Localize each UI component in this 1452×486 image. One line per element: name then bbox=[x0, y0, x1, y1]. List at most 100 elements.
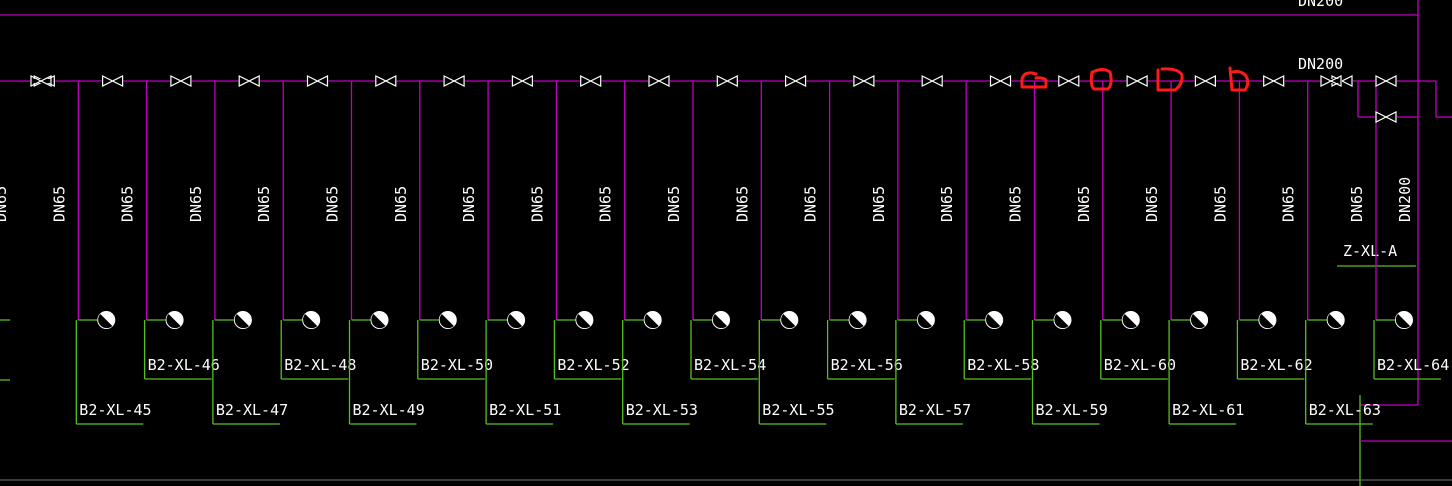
branch-size-label: DN65 bbox=[733, 186, 751, 222]
gate-valve-icon bbox=[1262, 75, 1285, 87]
branch-size-label: DN65 bbox=[50, 186, 68, 222]
branch-size-label: DN65 bbox=[460, 186, 478, 222]
branch-tag-label: B2-XL-53 bbox=[626, 401, 698, 419]
valve-shape bbox=[1263, 75, 1285, 87]
hydrant-icon bbox=[1053, 311, 1072, 329]
branch-size-label: DN65 bbox=[938, 186, 956, 222]
branch-tag-label: B2-XL-64 bbox=[1377, 356, 1449, 374]
gate-valve-icon bbox=[1375, 75, 1397, 87]
gate-valve-icon bbox=[306, 75, 329, 87]
gate-valve-icon bbox=[648, 75, 670, 87]
hydrant-icon bbox=[780, 311, 799, 329]
hydrant-shade bbox=[507, 314, 523, 329]
markup-group bbox=[1020, 66, 1250, 92]
hydrant-shade bbox=[849, 314, 864, 329]
hydrant-icon bbox=[165, 311, 184, 329]
branch-size-label: DN65 bbox=[802, 186, 820, 222]
valve-shape bbox=[648, 75, 670, 87]
markup-circle bbox=[1020, 71, 1048, 89]
markup-circle bbox=[1089, 68, 1113, 91]
valve-shape bbox=[1058, 75, 1080, 87]
branch-size-label-partial: DN65 bbox=[0, 186, 10, 222]
hydrant-shade bbox=[1122, 314, 1137, 329]
hydrant-shade bbox=[576, 314, 591, 329]
hydrant-shade bbox=[98, 314, 113, 329]
gate-valve-icon bbox=[101, 75, 124, 87]
gate-valve-icon bbox=[169, 75, 192, 87]
valve-shape bbox=[511, 75, 533, 87]
hydrant-shade bbox=[371, 314, 386, 329]
valve-shape bbox=[306, 75, 329, 87]
branch-size-label: DN65 bbox=[528, 186, 546, 222]
gate-valve-icon bbox=[238, 75, 261, 87]
valve-shape bbox=[170, 75, 192, 87]
markup-circle bbox=[1156, 67, 1184, 92]
gate-valve-icon bbox=[784, 75, 807, 87]
hydrant-icon bbox=[1395, 311, 1413, 329]
branch-size-label: DN65 bbox=[255, 186, 273, 222]
branch-size-label: DN65 bbox=[597, 186, 615, 222]
hydrant-icon bbox=[97, 311, 116, 329]
branch-tag-label: B2-XL-63 bbox=[1309, 401, 1381, 419]
hydrant-icon bbox=[233, 311, 252, 329]
branch-size-label: DN65 bbox=[1143, 186, 1161, 222]
gate-valve-icon bbox=[716, 75, 739, 87]
branch-size-label: DN65 bbox=[324, 186, 342, 222]
gate-valve-icon bbox=[1375, 111, 1397, 123]
branch-tag-label: B2-XL-50 bbox=[421, 356, 493, 374]
valve-shape bbox=[1375, 75, 1397, 87]
hydrant-shade bbox=[234, 314, 249, 329]
top-pipe-size-label: DN200 bbox=[1298, 0, 1343, 10]
hydrant-icon bbox=[370, 311, 389, 329]
valve-shape bbox=[30, 75, 52, 87]
valve-shape bbox=[375, 75, 397, 87]
hydrant-shade bbox=[1054, 314, 1069, 329]
hydrant-icon bbox=[575, 311, 594, 329]
hydrant-shade bbox=[1259, 314, 1274, 329]
hydrant-icon bbox=[438, 311, 457, 329]
hydrant-shade bbox=[1395, 314, 1410, 329]
branch-size-label: DN65 bbox=[1211, 186, 1229, 222]
valve-shape bbox=[1320, 75, 1342, 87]
hydrant-shade bbox=[917, 314, 932, 329]
main-pipe-size-label: DN200 bbox=[1298, 55, 1343, 73]
branch-tag-label: B2-XL-57 bbox=[899, 401, 971, 419]
branch-tag-label: B2-XL-49 bbox=[353, 401, 425, 419]
valve-shape bbox=[716, 75, 738, 87]
valve-shape bbox=[921, 75, 943, 87]
branch-tag-label: B2-XL-51 bbox=[489, 401, 561, 419]
hydrant-shade bbox=[986, 314, 1001, 329]
valve-shape bbox=[238, 75, 260, 87]
branch-tag-label: B2-XL-56 bbox=[831, 356, 903, 374]
hydrant-shade bbox=[712, 314, 727, 329]
branch-tag-label: B2-XL-54 bbox=[694, 356, 766, 374]
hydrant-shade bbox=[781, 314, 796, 329]
hydrant-icon bbox=[1190, 311, 1209, 329]
gate-valve-icon bbox=[579, 75, 602, 87]
riser-tag-label: Z-XL-A bbox=[1343, 242, 1397, 260]
gate-valve-icon bbox=[989, 75, 1012, 87]
valve-shape bbox=[1375, 111, 1397, 123]
branch-size-label: DN65 bbox=[1280, 186, 1298, 222]
riser-size-label: DN200 bbox=[1396, 177, 1414, 222]
branch-tag-label: B2-XL-61 bbox=[1172, 401, 1244, 419]
valve-shape bbox=[785, 75, 807, 87]
branch-tag-label: B2-XL-62 bbox=[1240, 356, 1312, 374]
hydrant-shade bbox=[1327, 314, 1342, 329]
hydrant-icon bbox=[712, 311, 730, 329]
branch-size-label: DN65 bbox=[119, 186, 137, 222]
valve-shape bbox=[102, 75, 124, 87]
hydrant-shade bbox=[439, 314, 454, 329]
branch-tag-label: B2-XL-52 bbox=[557, 356, 629, 374]
gate-valve-icon bbox=[1057, 75, 1080, 87]
branch-size-label: DN65 bbox=[870, 186, 888, 222]
hydrant-icon bbox=[848, 311, 867, 329]
branch-tag-label: B2-XL-46 bbox=[148, 356, 220, 374]
branch-size-label: DN65 bbox=[1075, 186, 1093, 222]
branch-size-label: DN65 bbox=[1007, 186, 1025, 222]
valve-shape bbox=[1194, 75, 1216, 87]
branch-size-label: DN65 bbox=[392, 186, 410, 222]
valve-shape bbox=[580, 75, 602, 87]
hydrant-shade bbox=[1190, 314, 1206, 329]
hydrant-icon bbox=[985, 311, 1004, 329]
